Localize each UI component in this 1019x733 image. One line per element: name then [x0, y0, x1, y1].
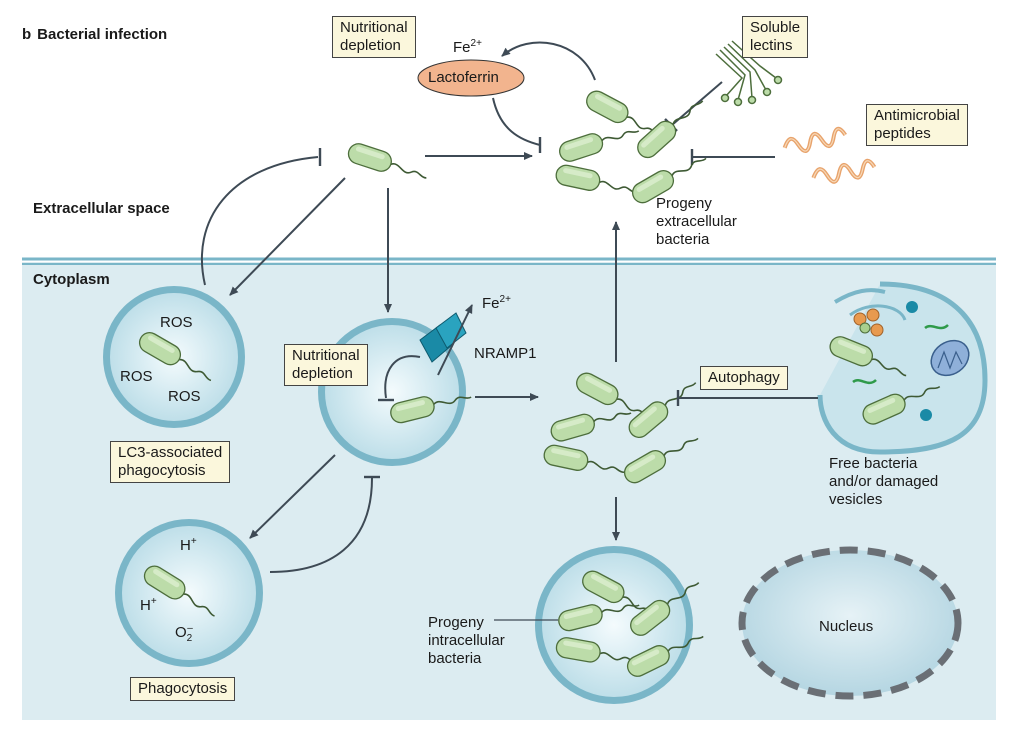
extracellular-space-label: Extracellular space — [33, 200, 170, 217]
ros-label: ROS — [120, 368, 153, 385]
phagocytosis-box: Phagocytosis — [130, 677, 236, 701]
cargo-dot — [859, 322, 871, 334]
phagosome — [122, 526, 256, 660]
soluble-lectins-icon — [715, 40, 783, 107]
autophagy-box: Autophagy — [700, 366, 788, 390]
inhibit-lactoferrin — [492, 97, 541, 146]
fe-label-nramp: Fe2+ — [482, 294, 511, 312]
nucleus — [742, 550, 958, 696]
nucleic-acid-fragment — [924, 324, 949, 330]
nutritional-depletion-box-top: Nutritional depletion — [332, 16, 416, 58]
cargo-dot — [906, 301, 918, 313]
nucleic-acid-fragment — [852, 379, 877, 385]
ros-label: ROS — [160, 314, 193, 331]
progeny-intracellular-label: Progeny intracellular bacteria — [428, 614, 505, 667]
extracellular-bacterium — [345, 140, 431, 187]
arrow-bacteria-to-lactoferrin — [501, 41, 596, 81]
mitochondrion-icon — [930, 339, 970, 377]
cytoplasm-label: Cytoplasm — [33, 271, 110, 288]
progeny-extracellular-cluster — [553, 86, 711, 208]
lactoferrin-ellipse — [417, 59, 525, 97]
antimicrobial-peptides-icon — [781, 125, 878, 188]
free-bacteria-label: Free bacteria and/or damaged vesicles — [829, 455, 939, 508]
soluble-lectins-box: Soluble lectins — [742, 16, 809, 58]
lactoferrin-label: Lactoferrin — [428, 69, 499, 86]
nramp1-label: NRAMP1 — [474, 345, 537, 362]
nucleus-label: Nucleus — [819, 618, 874, 635]
fe-label-top: Fe2+ — [453, 38, 482, 56]
cargo-dot — [866, 308, 880, 322]
cargo-dot — [920, 409, 932, 421]
inhibit-phagocytosis — [269, 477, 373, 573]
nutritional-depletion-box-vesicle: Nutritional depletion — [284, 344, 368, 386]
proton-label: H+ — [180, 536, 197, 554]
inhibit-lc3-phagocytosis — [200, 156, 319, 286]
arrow-to-phagosome — [249, 454, 336, 539]
cargo-dot — [870, 323, 884, 337]
cargo-dot — [853, 312, 867, 326]
arrow-fe-export — [437, 304, 473, 376]
lc3-phagocytosis-box: LC3-associated phagocytosis — [110, 441, 231, 483]
nramp1-transporter-icon — [419, 312, 467, 363]
antimicrobial-peptides-box: Antimicrobial peptides — [866, 104, 968, 146]
nuclear-envelope — [738, 546, 962, 700]
inhibit-nutritional-depletion — [384, 355, 421, 399]
arrow-to-lc3-vesicle — [229, 177, 346, 296]
progeny-extracellular-label: Progeny extracellular bacteria — [656, 195, 737, 248]
proton-label: H+ — [140, 596, 157, 614]
superoxide-label: O2– — [175, 623, 193, 644]
ros-label: ROS — [168, 388, 201, 405]
